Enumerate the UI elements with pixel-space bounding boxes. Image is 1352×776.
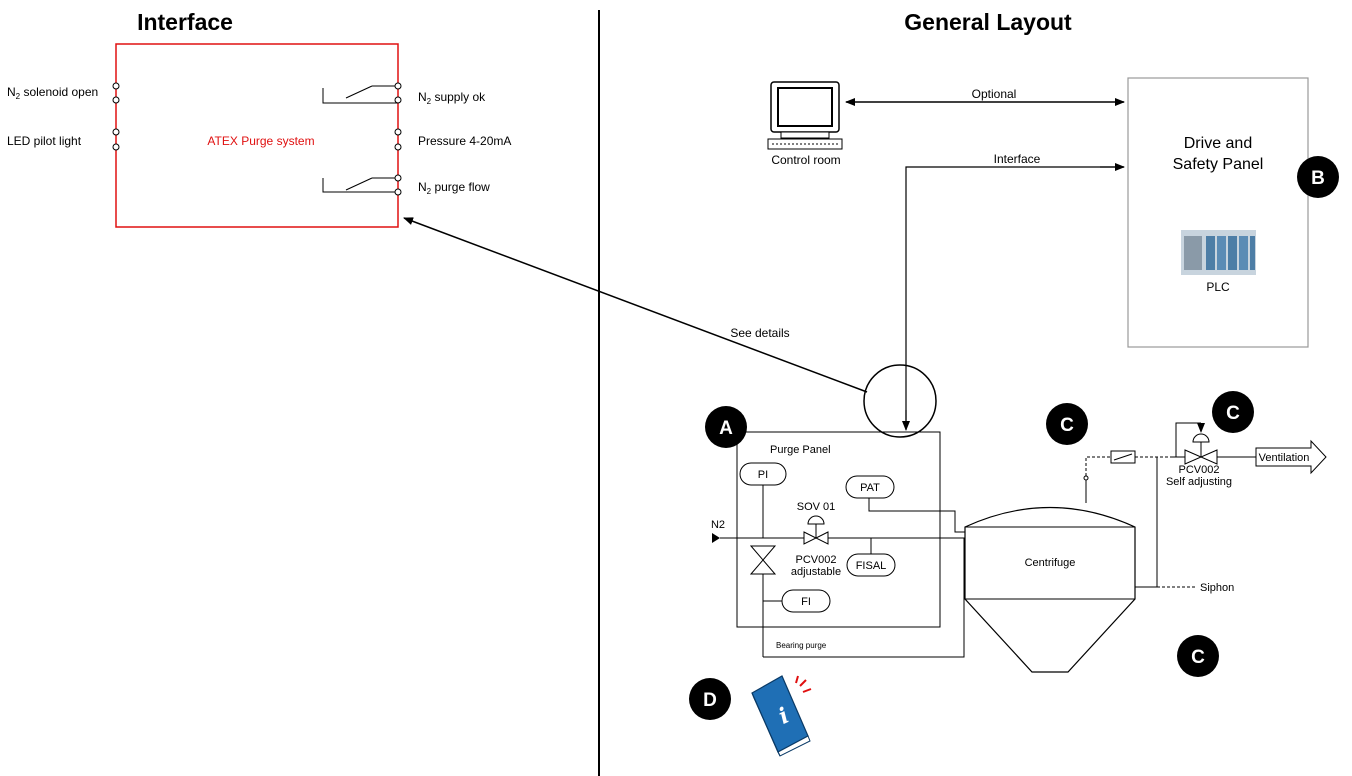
bearing-purge-line bbox=[763, 538, 965, 658]
purge-panel bbox=[736, 431, 941, 628]
ventilation-arrow bbox=[1255, 439, 1327, 475]
sov-label: SOV 01 bbox=[797, 501, 836, 513]
pat-connection bbox=[868, 498, 966, 533]
terminal-label-n2-solenoid-open: N2 solenoid open bbox=[7, 85, 98, 101]
ventilation-label: Ventilation bbox=[1259, 452, 1310, 464]
drive-panel-line2: Safety Panel bbox=[1173, 156, 1264, 173]
badge-c-siphon: C bbox=[1177, 635, 1219, 677]
terminal-label-n2-supply-ok: N2 supply ok bbox=[418, 90, 486, 106]
svg-text:C: C bbox=[1191, 647, 1205, 668]
pi-label: PI bbox=[758, 469, 768, 481]
pcv-sense-line bbox=[1175, 422, 1201, 457]
switch-n2-supply-ok bbox=[322, 82, 402, 104]
interface-connection bbox=[905, 166, 1124, 424]
drive-safety-panel bbox=[1127, 77, 1309, 348]
badge-d: D bbox=[689, 678, 731, 720]
badge-c-pcv: C bbox=[1212, 391, 1254, 433]
interface-label: Interface bbox=[994, 152, 1041, 166]
terminal-n2-solenoid bbox=[112, 82, 120, 104]
detail-highlight-circle bbox=[863, 364, 937, 438]
badge-b: B bbox=[1297, 156, 1339, 198]
terminal-pressure bbox=[394, 128, 402, 151]
svg-text:B: B bbox=[1311, 168, 1325, 189]
general-layout-title: General Layout bbox=[904, 9, 1072, 35]
control-room-label: Control room bbox=[771, 153, 840, 167]
terminal-led-pilot bbox=[112, 128, 120, 151]
pat-instrument bbox=[845, 475, 895, 499]
see-details-arrow bbox=[403, 217, 868, 393]
n2-inlet-marker bbox=[712, 533, 720, 543]
siphon-label: Siphon bbox=[1200, 582, 1234, 594]
terminal-label-pressure: Pressure 4-20mA bbox=[418, 134, 511, 148]
switch-n2-purge-flow bbox=[322, 174, 402, 196]
plc-icon bbox=[1181, 230, 1256, 275]
optional-label: Optional bbox=[972, 87, 1017, 101]
drive-panel-line1: Drive and bbox=[1184, 135, 1252, 152]
badge-a: A bbox=[705, 406, 747, 448]
svg-text:C: C bbox=[1226, 403, 1240, 424]
purge-panel-label: Purge Panel bbox=[770, 444, 831, 456]
terminal-label-n2-purge-flow: N2 purge flow bbox=[418, 180, 490, 196]
svg-text:D: D bbox=[703, 690, 717, 711]
plc-label: PLC bbox=[1206, 280, 1230, 294]
svg-text:A: A bbox=[719, 418, 733, 439]
pcv-self-line2: Self adjusting bbox=[1166, 476, 1232, 488]
terminal-label-led-pilot-light: LED pilot light bbox=[7, 134, 82, 148]
bearing-purge-label: Bearing purge bbox=[776, 641, 827, 650]
info-book-icon: i bbox=[751, 675, 812, 757]
pcv-adjustable-line2: adjustable bbox=[791, 566, 841, 578]
sov-actuator bbox=[807, 515, 825, 525]
centrifuge-label: Centrifuge bbox=[1025, 557, 1076, 569]
n2-label: N2 bbox=[711, 519, 725, 531]
fisal-label: FISAL bbox=[856, 560, 887, 572]
computer-icon bbox=[767, 81, 843, 150]
fi-label: FI bbox=[801, 596, 811, 608]
interface-title: Interface bbox=[137, 9, 233, 35]
flame-arrester-slash bbox=[1113, 453, 1133, 461]
atex-box-label: ATEX Purge system bbox=[207, 134, 314, 148]
svg-text:C: C bbox=[1060, 415, 1074, 436]
centrifuge-vessel bbox=[964, 506, 1136, 673]
vent-node bbox=[1083, 475, 1089, 481]
vent-line-a bbox=[1085, 456, 1111, 476]
pcv-self-line1: PCV002 bbox=[1179, 464, 1220, 476]
fi-instrument bbox=[781, 589, 831, 613]
pat-label: PAT bbox=[860, 482, 880, 494]
see-details-label: See details bbox=[730, 326, 789, 340]
pcv-adjustable-line1: PCV002 bbox=[796, 554, 837, 566]
badge-c-vent: C bbox=[1046, 403, 1088, 445]
pcv-self-actuator bbox=[1192, 433, 1210, 443]
bearing-valve bbox=[749, 545, 777, 575]
